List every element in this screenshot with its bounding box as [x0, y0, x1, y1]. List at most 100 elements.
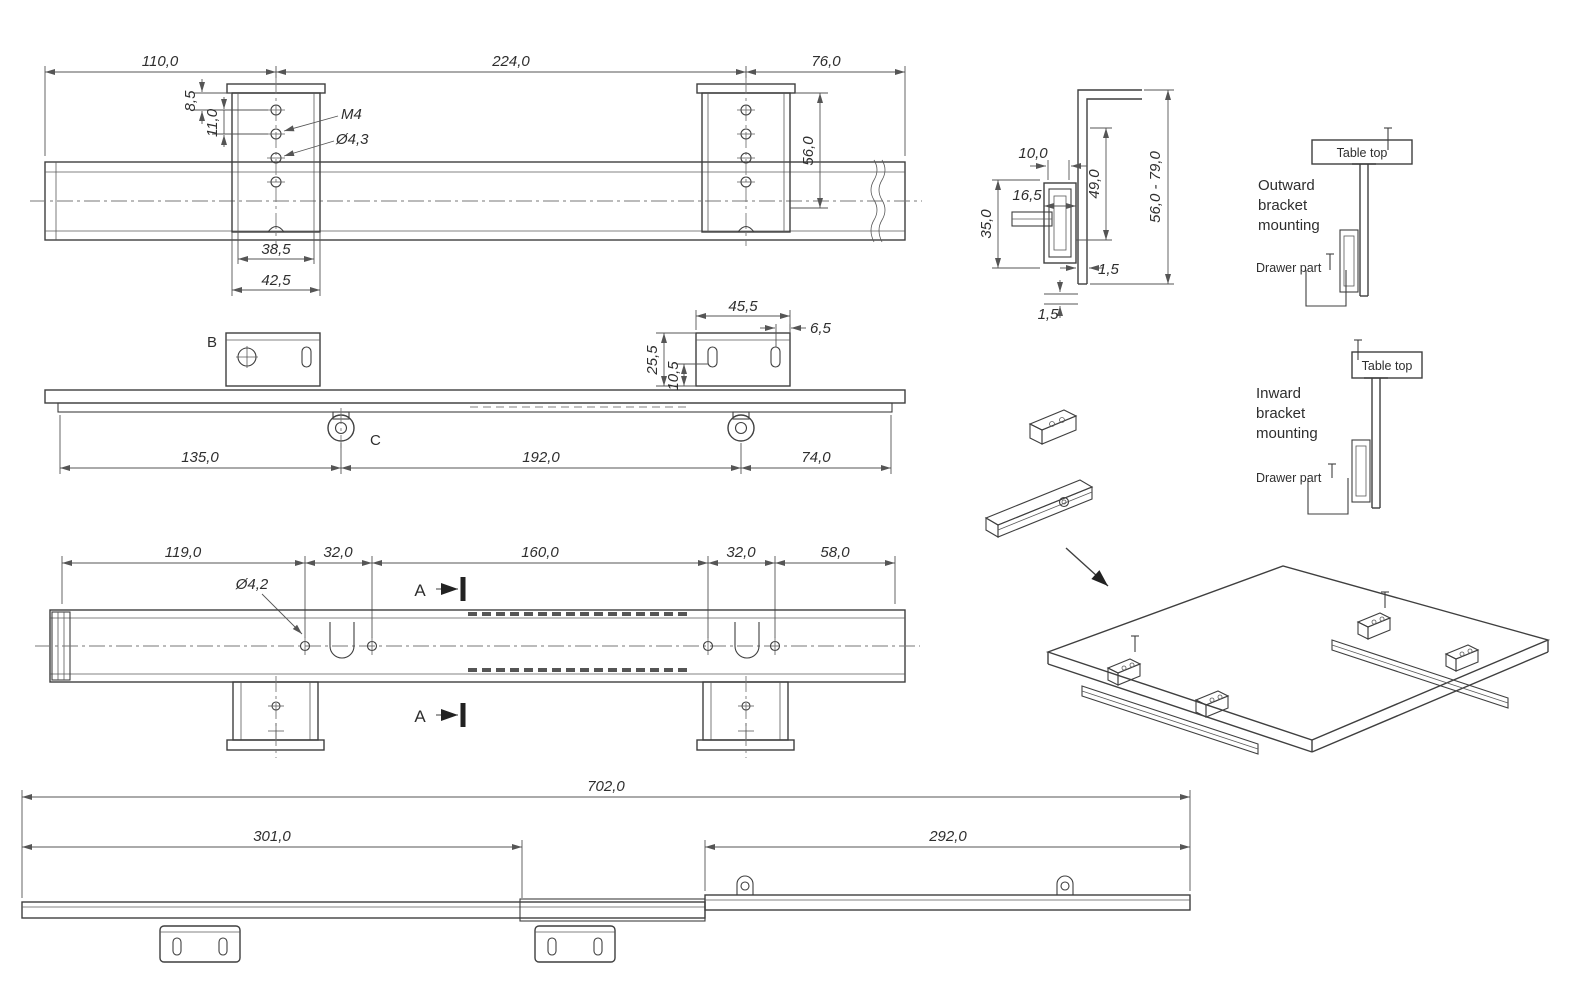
view-plan-section: 119,0 32,0 160,0 32,0 58,0 Ø4,2 A A [35, 544, 920, 758]
dim-38-5: 38,5 [261, 241, 291, 258]
label-dia-4-2: Ø4,2 [235, 576, 269, 593]
dim-10-5: 10,5 [665, 361, 682, 391]
dim-58: 58,0 [820, 544, 850, 561]
label-dia-4-3: Ø4,3 [335, 131, 369, 148]
dim-45-5: 45,5 [728, 298, 758, 315]
section-mark-a-top: A [414, 577, 466, 601]
dim-301: 301,0 [253, 828, 291, 845]
view-side: B C 45,5 6,5 25,5 [44, 298, 906, 474]
eyelet-tab-1 [736, 875, 754, 895]
dim-25-5: 25,5 [644, 345, 661, 376]
detail-dim-10: 10,0 [1018, 145, 1087, 180]
dim-1-5a: 1,5 [1098, 261, 1120, 278]
dimension-hole-spacing: 8,5 11,0 [182, 79, 268, 147]
extended-bracket-1 [159, 925, 241, 963]
eyelet-c [327, 408, 355, 448]
dim-224: 224,0 [491, 53, 530, 70]
drawer-part-sketch-inward [1307, 478, 1349, 515]
dim-160: 160,0 [521, 544, 559, 561]
detail-dim-56-79: 56,0 - 79,0 [1090, 89, 1174, 285]
drawer-part-sketch-outward [1305, 270, 1347, 307]
detail-dim-1-5b: 1,5 [1038, 280, 1078, 323]
inward-caption-2: bracket [1256, 405, 1306, 422]
mounting-outward: Table top Outward bracket mounting Drawe… [1256, 127, 1413, 307]
bracket-right-side [695, 332, 791, 387]
break-symbol [870, 159, 878, 243]
screw-icon [1328, 463, 1336, 478]
dimension-702: 702,0 [21, 778, 1191, 898]
dim-74: 74,0 [801, 449, 831, 466]
screw-icon [1326, 253, 1334, 270]
view-extended-slide: 702,0 301,0 292,0 [21, 778, 1191, 963]
dim-702: 702,0 [587, 778, 625, 795]
dimension-10-5: 10,5 [665, 361, 708, 391]
iso-slide-detail [984, 409, 1094, 538]
mounting-inward: Table top Inward bracket mounting Drawer… [1256, 339, 1423, 515]
dimension-chain-plan: 119,0 32,0 160,0 32,0 58,0 [61, 544, 896, 638]
screw-icon [1381, 591, 1389, 608]
dimension-chain-side: 135,0 192,0 74,0 [59, 415, 892, 474]
detail-dim-1-5a: 1,5 [1060, 261, 1120, 278]
mounting-bracket-left [226, 78, 326, 246]
detail-dim-16-5: 16,5 [1012, 187, 1076, 209]
table-top-label-inward: Table top [1362, 359, 1413, 373]
outward-caption-3: mounting [1258, 217, 1320, 234]
view-top-closed-slide: 110,0 224,0 76,0 8,5 11,0 M4 Ø4,3 56,0 3… [30, 53, 922, 296]
dimension-301-292: 301,0 292,0 [22, 828, 1190, 898]
mounting-bracket-right [696, 78, 796, 246]
dim-76: 76,0 [811, 53, 841, 70]
plan-bracket-left [226, 676, 325, 758]
dim-110: 110,0 [142, 53, 179, 70]
eyelet-tab-2 [1056, 875, 1074, 895]
dim-8-5: 8,5 [182, 90, 199, 112]
detail-dim-35: 35,0 [978, 179, 1040, 269]
dim-56-79: 56,0 - 79,0 [1147, 150, 1164, 222]
dim-35: 35,0 [978, 209, 995, 239]
iso-rail-left [1081, 635, 1259, 755]
inward-caption-3: mounting [1256, 425, 1318, 442]
bracket-b [225, 332, 321, 387]
detail-dim-49: 49,0 [1076, 127, 1112, 241]
dim-1-5b: 1,5 [1038, 306, 1060, 323]
drawer-part-label-outward: Drawer part [1256, 261, 1322, 275]
label-b: B [207, 334, 217, 351]
extended-bracket-2 [534, 925, 616, 963]
inner-member [704, 894, 1191, 911]
isometric-assembly [984, 409, 1551, 755]
iso-rail-right [1331, 591, 1509, 709]
dim-32a: 32,0 [323, 544, 353, 561]
callout-m4: M4 [283, 106, 362, 132]
dim-42-5: 42,5 [261, 272, 291, 289]
dim-292: 292,0 [928, 828, 967, 845]
dimension-bracket-width: 38,5 42,5 [231, 232, 321, 296]
plan-bracket-right [696, 676, 795, 758]
dim-135: 135,0 [181, 449, 219, 466]
pointer-arrow [1065, 547, 1109, 587]
callout-dia-4-3: Ø4,3 [283, 131, 369, 157]
outward-caption-2: bracket [1258, 197, 1308, 214]
dim-119: 119,0 [165, 544, 202, 561]
dim-16-5: 16,5 [1012, 187, 1042, 204]
label-a-top: A [414, 581, 426, 600]
drawer-part-label-inward: Drawer part [1256, 471, 1322, 485]
dimension-6-5: 6,5 [760, 320, 832, 347]
screw-icon [1354, 339, 1362, 360]
callout-dia-4-2: Ø4,2 [235, 576, 303, 635]
inward-caption-1: Inward [1256, 385, 1301, 402]
outer-member [21, 901, 706, 919]
table-top-label-outward: Table top [1337, 146, 1388, 160]
section-mark-a-bottom: A [414, 703, 466, 727]
dim-11-0: 11,0 [204, 108, 221, 137]
iso-table-panel [1045, 565, 1551, 753]
detail-cross-section: 10,0 16,5 35,0 49,0 56,0 - 79,0 1,5 1,5 [978, 89, 1174, 323]
screw-icon [1131, 635, 1139, 652]
dim-32b: 32,0 [726, 544, 756, 561]
dim-192: 192,0 [522, 449, 560, 466]
screw-icon [1384, 127, 1392, 150]
dim-56: 56,0 [800, 136, 817, 166]
outward-caption-1: Outward [1258, 177, 1315, 194]
dimension-25-5: 25,5 [644, 332, 696, 387]
latch-cutout-right [734, 622, 760, 659]
label-m4: M4 [341, 106, 362, 123]
